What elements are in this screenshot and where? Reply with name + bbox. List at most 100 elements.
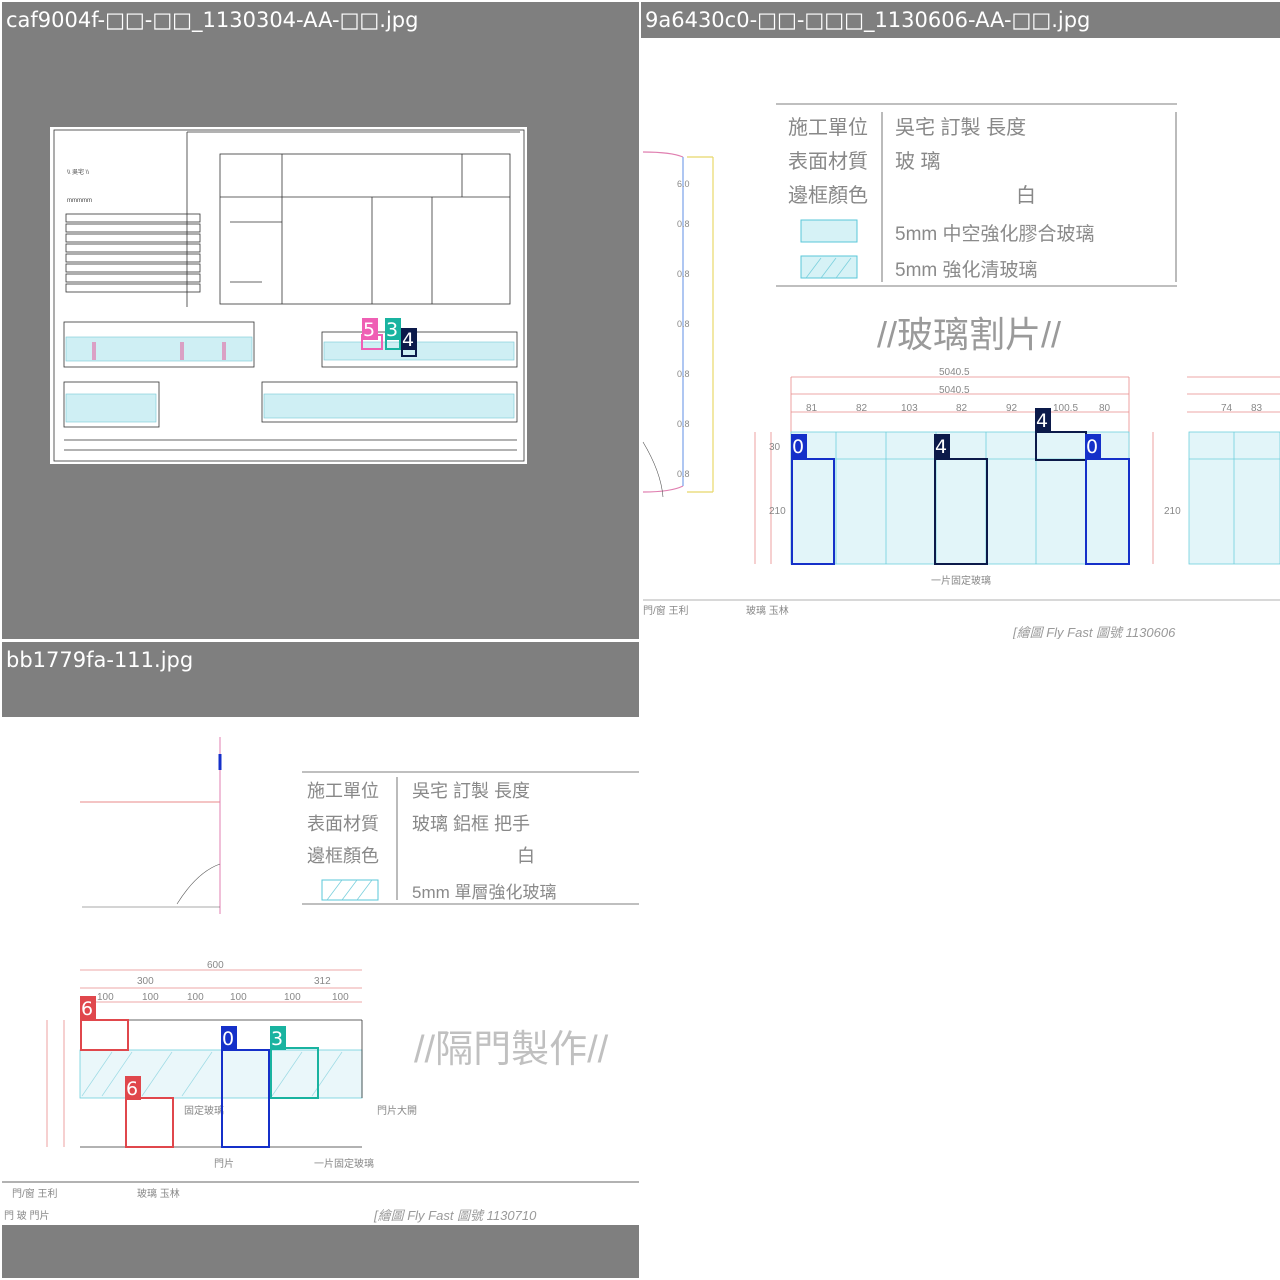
svg-text:一片固定玻璃: 一片固定玻璃 — [931, 574, 991, 587]
svg-text:吳宅 訂製 長度: 吳宅 訂製 長度 — [412, 781, 530, 801]
svg-text:100: 100 — [230, 992, 247, 1003]
detection-label-bg — [401, 328, 417, 350]
tile-2[interactable]: 9a6430c0-□□-□□□_1130606-AA-□□.jpg 6.0 0.… — [641, 2, 1280, 639]
detection-label-bg — [362, 318, 378, 340]
detection-label-bg — [385, 318, 401, 340]
svg-text:103: 103 — [901, 403, 918, 414]
svg-text:施工單位: 施工單位 — [307, 781, 379, 801]
detection-label: 4 — [1036, 410, 1048, 432]
svg-text:0.8: 0.8 — [677, 369, 690, 379]
tile-3-detections: 6 6 0 3 — [80, 996, 319, 1148]
detection-box — [791, 458, 835, 565]
svg-text:邊框顏色: 邊框顏色 — [307, 846, 379, 866]
svg-text:5040.5: 5040.5 — [939, 385, 970, 396]
glass-elevation — [790, 431, 1130, 565]
detection-label-bg — [80, 996, 96, 1020]
legend-swatch-laminated — [800, 219, 858, 243]
svg-text:白: 白 — [517, 846, 535, 866]
svg-text:100: 100 — [97, 992, 114, 1003]
tile-1[interactable]: caf9004f-□□-□□_1130304-AA-□□.jpg — [2, 2, 639, 639]
svg-text:210: 210 — [769, 506, 786, 517]
svg-text:邊框顏色: 邊框顏色 — [788, 184, 868, 207]
detection-label: 6 — [81, 998, 93, 1020]
svg-text:門片: 門片 — [214, 1157, 234, 1170]
tile-1-detections: 5 3 4 — [361, 318, 417, 357]
svg-text:0.8: 0.8 — [677, 419, 690, 429]
svg-text:玻璃 玉林: 玻璃 玉林 — [137, 1187, 180, 1200]
svg-text:100: 100 — [284, 992, 301, 1003]
svg-text:81: 81 — [806, 403, 818, 414]
detection-label-bg — [1035, 408, 1051, 432]
tile-3[interactable]: bb1779fa-111.jpg 施工單位 吳宅 訂製 長度 表面材質 玻璃 鋁… — [2, 642, 639, 1278]
svg-text:82: 82 — [856, 403, 868, 414]
svg-text:74: 74 — [1221, 403, 1233, 414]
detection-label: 0 — [1086, 436, 1098, 458]
svg-text:mmmmm: mmmmm — [67, 198, 92, 204]
detection-label-bg — [791, 434, 807, 458]
footer-right: [繪圖 Fly Fast 圖號 1130710 — [373, 1208, 537, 1223]
svg-text:6.0: 6.0 — [677, 179, 690, 189]
tile-3-filename: bb1779fa-111.jpg — [6, 648, 194, 672]
detection-label-bg — [221, 1026, 237, 1050]
svg-text:施工單位: 施工單位 — [788, 116, 868, 139]
tile-2-detections: 0 4 4 0 — [791, 408, 1130, 565]
svg-text:0.8: 0.8 — [677, 219, 690, 229]
detection-box — [270, 1047, 319, 1099]
svg-text:100: 100 — [187, 992, 204, 1003]
detection-label: 5 — [363, 319, 375, 341]
detection-box — [1085, 458, 1130, 565]
detection-label-bg — [1085, 434, 1101, 458]
svg-text:0.8: 0.8 — [677, 269, 690, 279]
svg-text:0.8: 0.8 — [677, 319, 690, 329]
svg-text:80: 80 — [1099, 403, 1111, 414]
detection-label-bg — [125, 1076, 141, 1100]
svg-text:門/窗 王利: 門/窗 王利 — [643, 604, 689, 617]
svg-text:玻璃 玉林: 玻璃 玉林 — [746, 604, 789, 617]
svg-text:表面材質: 表面材質 — [307, 814, 379, 834]
svg-text:玻 璃: 玻 璃 — [895, 150, 941, 173]
legend-text: 5mm 單層強化玻璃 — [412, 883, 557, 902]
tile-3-drawing: 施工單位 吳宅 訂製 長度 表面材質 玻璃 鋁框 把手 邊框顏色 白 5mm 單… — [2, 717, 639, 1225]
detection-box — [934, 458, 988, 565]
detection-label: 4 — [402, 329, 414, 351]
svg-text:30: 30 — [769, 442, 781, 453]
svg-text:100: 100 — [332, 992, 349, 1003]
drawing-title: //玻璃割片// — [877, 314, 1061, 355]
detection-label-bg — [270, 1026, 286, 1050]
tile-1-drawing: \\ 吳宅 \\ mmmmm 5 3 4 — [50, 127, 527, 464]
svg-text:固定玻璃: 固定玻璃 — [184, 1104, 224, 1117]
svg-text:門/窗 王利: 門/窗 王利 — [12, 1187, 58, 1200]
svg-text:門片大開: 門片大開 — [377, 1104, 417, 1117]
svg-text:83: 83 — [1251, 403, 1263, 414]
detection-box — [80, 1019, 129, 1051]
svg-text:82: 82 — [956, 403, 968, 414]
tile-2-filename: 9a6430c0-□□-□□□_1130606-AA-□□.jpg — [641, 2, 1280, 38]
detection-label: 4 — [935, 436, 947, 458]
footer-right: [繪圖 Fly Fast 圖號 1130606 — [1012, 625, 1176, 639]
svg-text:92: 92 — [1006, 403, 1018, 414]
svg-text:吳宅 訂製 長度: 吳宅 訂製 長度 — [895, 116, 1026, 139]
svg-text:白: 白 — [1016, 184, 1036, 207]
svg-text:312: 312 — [314, 976, 331, 987]
detection-label: 3 — [271, 1028, 283, 1050]
tile-1-filename: caf9004f-□□-□□_1130304-AA-□□.jpg — [6, 8, 419, 32]
svg-text:表面材質: 表面材質 — [788, 150, 868, 173]
svg-text:\\ 吳宅 \\: \\ 吳宅 \\ — [67, 168, 89, 176]
detection-box — [125, 1097, 174, 1148]
detection-label: 0 — [792, 436, 804, 458]
detection-label: 0 — [222, 1028, 234, 1050]
svg-text:玻璃 鋁框 把手: 玻璃 鋁框 把手 — [412, 814, 530, 834]
svg-text:100.5: 100.5 — [1053, 403, 1078, 414]
detection-label-bg — [934, 434, 950, 458]
tile-2-drawing: 6.0 0.8 0.8 0.8 0.8 0.8 0.8 施工單位 吳宅 訂製 長… — [642, 103, 1280, 639]
svg-text:300: 300 — [137, 976, 154, 987]
detection-label: 3 — [386, 319, 398, 341]
detection-box — [221, 1049, 270, 1148]
drawing-title: //隔門製作// — [414, 1029, 609, 1071]
svg-text:600: 600 — [207, 960, 224, 971]
legend-laminated-text: 5mm 中空強化膠合玻璃 — [895, 223, 1095, 245]
legend-clear-text: 5mm 強化清玻璃 — [895, 259, 1038, 281]
svg-text:100: 100 — [142, 992, 159, 1003]
svg-text:一片固定玻璃: 一片固定玻璃 — [314, 1157, 374, 1170]
svg-text:0.8: 0.8 — [677, 469, 690, 479]
